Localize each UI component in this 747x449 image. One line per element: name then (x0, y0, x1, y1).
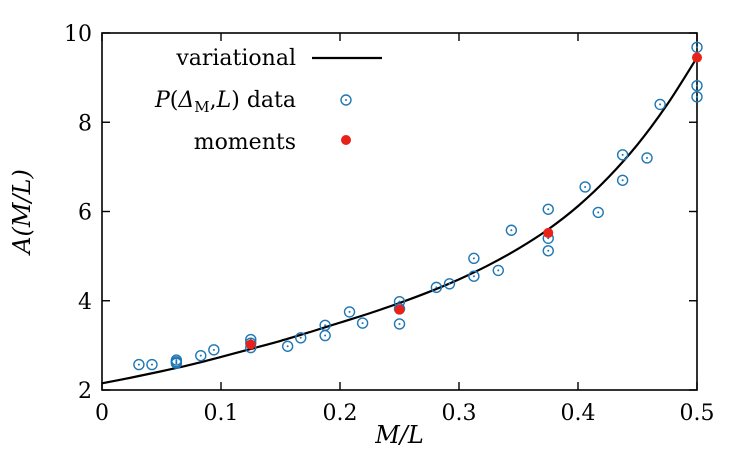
data-point-center (175, 359, 178, 362)
data-point (542, 245, 554, 257)
data-point-center (510, 229, 513, 232)
x-tick-labels: 0 0.1 0.2 0.3 0.4 0.5 (95, 401, 715, 426)
data-point (616, 149, 629, 161)
data-point (641, 152, 653, 164)
data-point (443, 278, 456, 290)
data-point-center (659, 103, 662, 106)
data-point-center (547, 249, 550, 252)
data-point (281, 340, 294, 352)
data-point (343, 306, 356, 318)
y-tick-label: 4 (78, 290, 92, 315)
x-tick-label: 0.2 (323, 401, 358, 426)
data-point-center (150, 363, 153, 366)
data-point (295, 332, 307, 344)
legend-label-moments: moments (194, 130, 296, 155)
legend: variational P(ΔM,L) data moments (154, 46, 382, 155)
data-point-center (212, 348, 215, 351)
x-tick-label: 0.1 (204, 401, 239, 426)
legend-marker-moments (341, 135, 351, 145)
x-tick-label: 0.4 (561, 401, 596, 426)
data-point-center (199, 354, 202, 357)
y-tick-label: 8 (78, 111, 92, 136)
data-point (170, 354, 183, 366)
data-point (505, 224, 518, 236)
data-point-center (137, 363, 140, 366)
moments-point (692, 52, 702, 63)
data-point (430, 281, 443, 294)
data-point (319, 319, 331, 331)
data-point (616, 174, 629, 186)
data-point-center (435, 286, 438, 289)
data-point (356, 317, 369, 329)
y-tick-label: 6 (78, 201, 92, 226)
data-point-center (646, 156, 649, 159)
data-point-center (472, 257, 475, 260)
legend-label-variational: variational (175, 46, 296, 71)
data-point-center (398, 322, 401, 325)
data-point-center (621, 179, 624, 182)
data-point-center (696, 95, 698, 98)
data-point (468, 252, 480, 265)
data-point (393, 318, 406, 330)
x-tick-label: 0.5 (680, 401, 715, 426)
x-axis-title: M/L (374, 421, 424, 449)
legend-label-data: P(ΔM,L) data (154, 88, 296, 116)
data-point-center (497, 269, 500, 272)
plot-series (101, 41, 703, 385)
data-point-center (175, 360, 178, 363)
data-point (691, 79, 703, 92)
data-point (579, 181, 591, 193)
x-tick-label: 0.3 (442, 401, 477, 426)
data-point-center (547, 208, 550, 211)
data-point-center (696, 84, 698, 87)
data-point (542, 203, 554, 215)
data-point-center (584, 185, 587, 188)
data-point (146, 358, 158, 371)
data-point-center (696, 46, 698, 49)
y-tick-label: 10 (64, 22, 92, 47)
y-tick-labels: 2 4 6 8 10 (64, 22, 92, 404)
data-point-center (286, 345, 289, 348)
legend-marker-data-dot (345, 99, 347, 101)
variational-curve (101, 56, 698, 385)
data-point-center (448, 282, 451, 285)
axis-ticks (101, 32, 698, 391)
data-point-center (324, 324, 327, 327)
data-point (208, 344, 220, 356)
data-point (195, 349, 207, 362)
data-point-center (621, 153, 624, 156)
y-tick-label: 2 (78, 379, 92, 404)
y-axis-title: A(M/L) (8, 169, 36, 256)
data-point (592, 206, 604, 219)
data-point (468, 270, 480, 282)
moments-point (543, 227, 554, 238)
data-point-center (597, 211, 600, 214)
moments-point (245, 339, 256, 350)
plot-frame (101, 32, 698, 391)
data-point-center (324, 334, 327, 337)
data-point-center (398, 300, 401, 303)
x-tick-label: 0 (95, 401, 109, 426)
data-point-center (472, 275, 475, 278)
data-point-center (299, 336, 302, 339)
data-point-center (348, 310, 351, 313)
data-point-center (361, 322, 364, 325)
data-point (492, 264, 504, 277)
plot-border (101, 32, 698, 391)
data-point (691, 91, 703, 103)
data-point (691, 41, 703, 53)
legend-marker-data (340, 94, 352, 106)
moments-point (394, 304, 405, 315)
data-point (133, 358, 145, 371)
data-point (654, 98, 666, 111)
